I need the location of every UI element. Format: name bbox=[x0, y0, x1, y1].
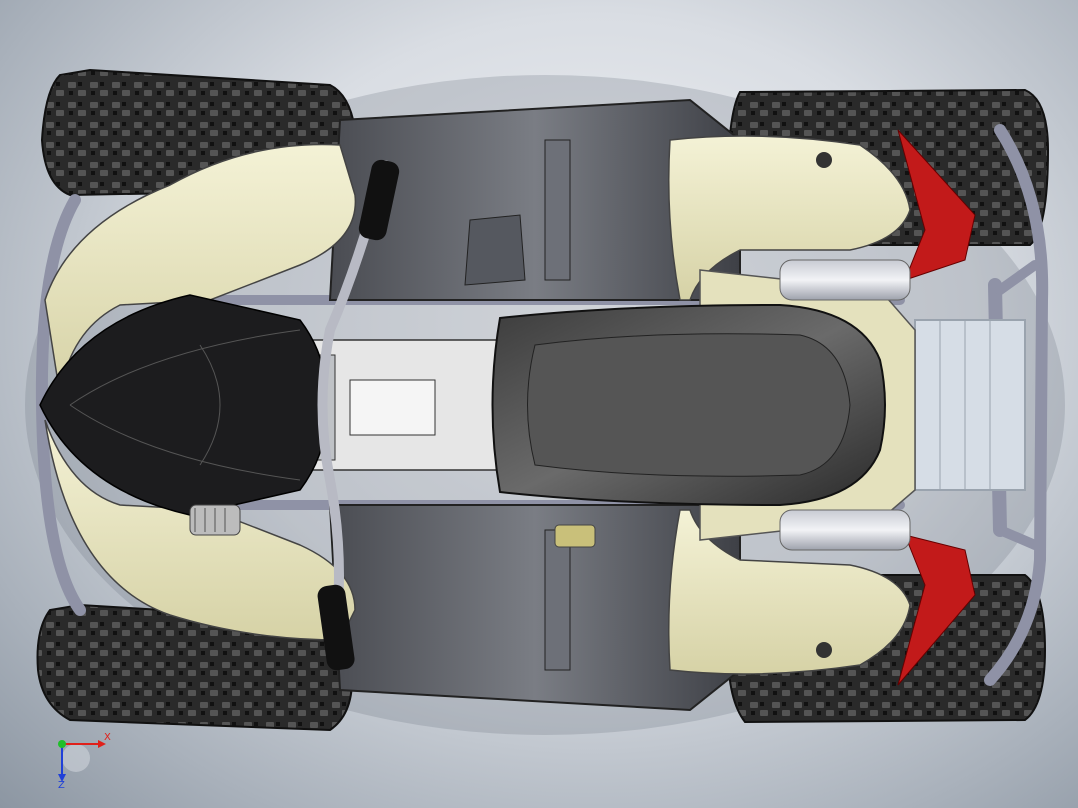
rear-shock bbox=[554, 524, 596, 548]
y-axis-dot bbox=[58, 740, 66, 748]
x-axis-label: X bbox=[104, 732, 111, 743]
orientation-triad[interactable]: X Z bbox=[48, 728, 118, 798]
rear-right-bolt bbox=[816, 642, 832, 658]
seat-cushion-top bbox=[527, 333, 851, 477]
left-footrest bbox=[544, 139, 571, 281]
front-shock bbox=[189, 504, 241, 536]
rear-left-bolt bbox=[816, 152, 832, 168]
rear-rack-slats bbox=[939, 320, 991, 490]
right-tail-reflector bbox=[897, 534, 976, 686]
left-grip[interactable] bbox=[357, 158, 401, 242]
right-footrest bbox=[544, 529, 571, 671]
triad-axes bbox=[58, 740, 106, 782]
x-axis-arrow bbox=[98, 740, 106, 748]
rear-left-fender[interactable] bbox=[668, 135, 911, 301]
z-axis-label: Z bbox=[58, 780, 65, 791]
nose-panel-lines bbox=[69, 329, 301, 481]
handlebar[interactable] bbox=[316, 158, 401, 672]
z-axis-arrow bbox=[58, 774, 66, 782]
right-exhaust bbox=[779, 509, 911, 551]
rear-rack bbox=[914, 319, 1026, 491]
triad-sphere bbox=[62, 744, 90, 772]
right-grip[interactable] bbox=[316, 583, 356, 671]
rear-right-fender[interactable] bbox=[668, 509, 911, 675]
left-tail-reflector bbox=[897, 129, 976, 281]
air-box bbox=[349, 379, 436, 436]
left-exhaust bbox=[779, 259, 911, 301]
left-foot-pad bbox=[464, 214, 526, 286]
